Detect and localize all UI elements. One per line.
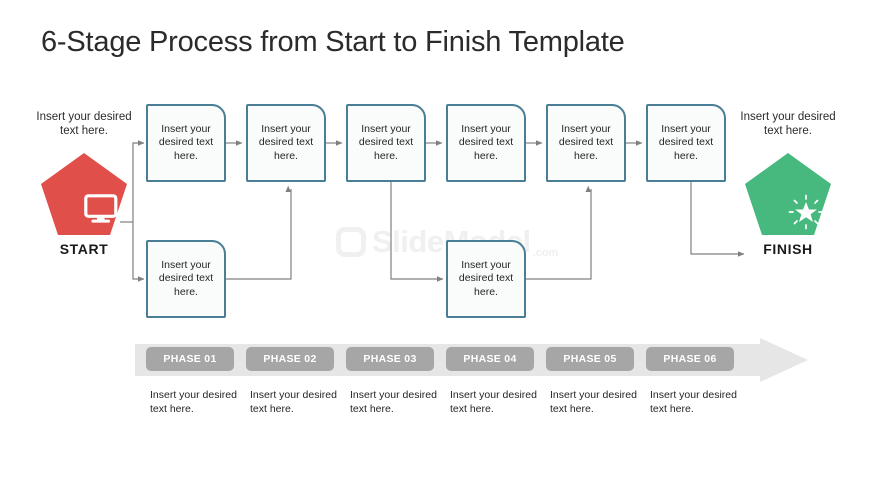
phase-caption-5: Insert your desired text here. bbox=[550, 389, 637, 415]
phase-pill-4[interactable]: PHASE 04 bbox=[446, 347, 534, 371]
process-box-lower-2[interactable]: Insert your desired text here. bbox=[446, 240, 526, 318]
process-box-lower-1[interactable]: Insert your desired text here. bbox=[146, 240, 226, 318]
watermark-suffix: .com bbox=[532, 247, 559, 259]
finish-pentagon-shape bbox=[744, 152, 832, 236]
process-box-lower-1-text: Insert your desired text here. bbox=[158, 258, 214, 298]
finish-label: FINISH bbox=[763, 241, 813, 257]
process-box-4-text: Insert your desired text here. bbox=[458, 122, 514, 162]
start-pentagon-shape bbox=[40, 152, 128, 236]
start-caption: Insert your desired text here. bbox=[36, 111, 132, 137]
process-box-3[interactable]: Insert your desired text here. bbox=[346, 104, 426, 182]
start-label: START bbox=[59, 241, 109, 257]
phase-pill-6[interactable]: PHASE 06 bbox=[646, 347, 734, 371]
phase-caption-3: Insert your desired text here. bbox=[350, 389, 437, 415]
finish-node[interactable]: Insert your desired text here. bbox=[736, 110, 840, 257]
page-title: 6-Stage Process from Start to Finish Tem… bbox=[41, 26, 625, 58]
process-box-3-text: Insert your desired text here. bbox=[358, 122, 414, 162]
phase-caption-6: Insert your desired text here. bbox=[650, 389, 737, 415]
process-box-lower-2-text: Insert your desired text here. bbox=[458, 258, 514, 298]
phase-pill-3[interactable]: PHASE 03 bbox=[346, 347, 434, 371]
process-box-4[interactable]: Insert your desired text here. bbox=[446, 104, 526, 182]
start-node[interactable]: Insert your desired text here. START bbox=[32, 110, 136, 257]
watermark-ring-icon bbox=[336, 227, 366, 257]
process-box-6-text: Insert your desired text here. bbox=[658, 122, 714, 162]
process-box-2-text: Insert your desired text here. bbox=[258, 122, 314, 162]
process-box-2[interactable]: Insert your desired text here. bbox=[246, 104, 326, 182]
process-box-5[interactable]: Insert your desired text here. bbox=[546, 104, 626, 182]
finish-caption: Insert your desired text here. bbox=[740, 111, 836, 137]
phase-caption-1: Insert your desired text here. bbox=[150, 389, 237, 415]
phase-arrow-band: PHASE 01 PHASE 02 PHASE 03 PHASE 04 PHAS… bbox=[135, 338, 808, 382]
process-box-1-text: Insert your desired text here. bbox=[158, 122, 214, 162]
process-box-1[interactable]: Insert your desired text here. bbox=[146, 104, 226, 182]
phase-caption-4: Insert your desired text here. bbox=[450, 389, 537, 415]
phase-pill-1[interactable]: PHASE 01 bbox=[146, 347, 234, 371]
phase-caption-2: Insert your desired text here. bbox=[250, 389, 337, 415]
process-box-5-text: Insert your desired text here. bbox=[558, 122, 614, 162]
process-box-6[interactable]: Insert your desired text here. bbox=[646, 104, 726, 182]
phase-pill-5[interactable]: PHASE 05 bbox=[546, 347, 634, 371]
phase-pill-2[interactable]: PHASE 02 bbox=[246, 347, 334, 371]
